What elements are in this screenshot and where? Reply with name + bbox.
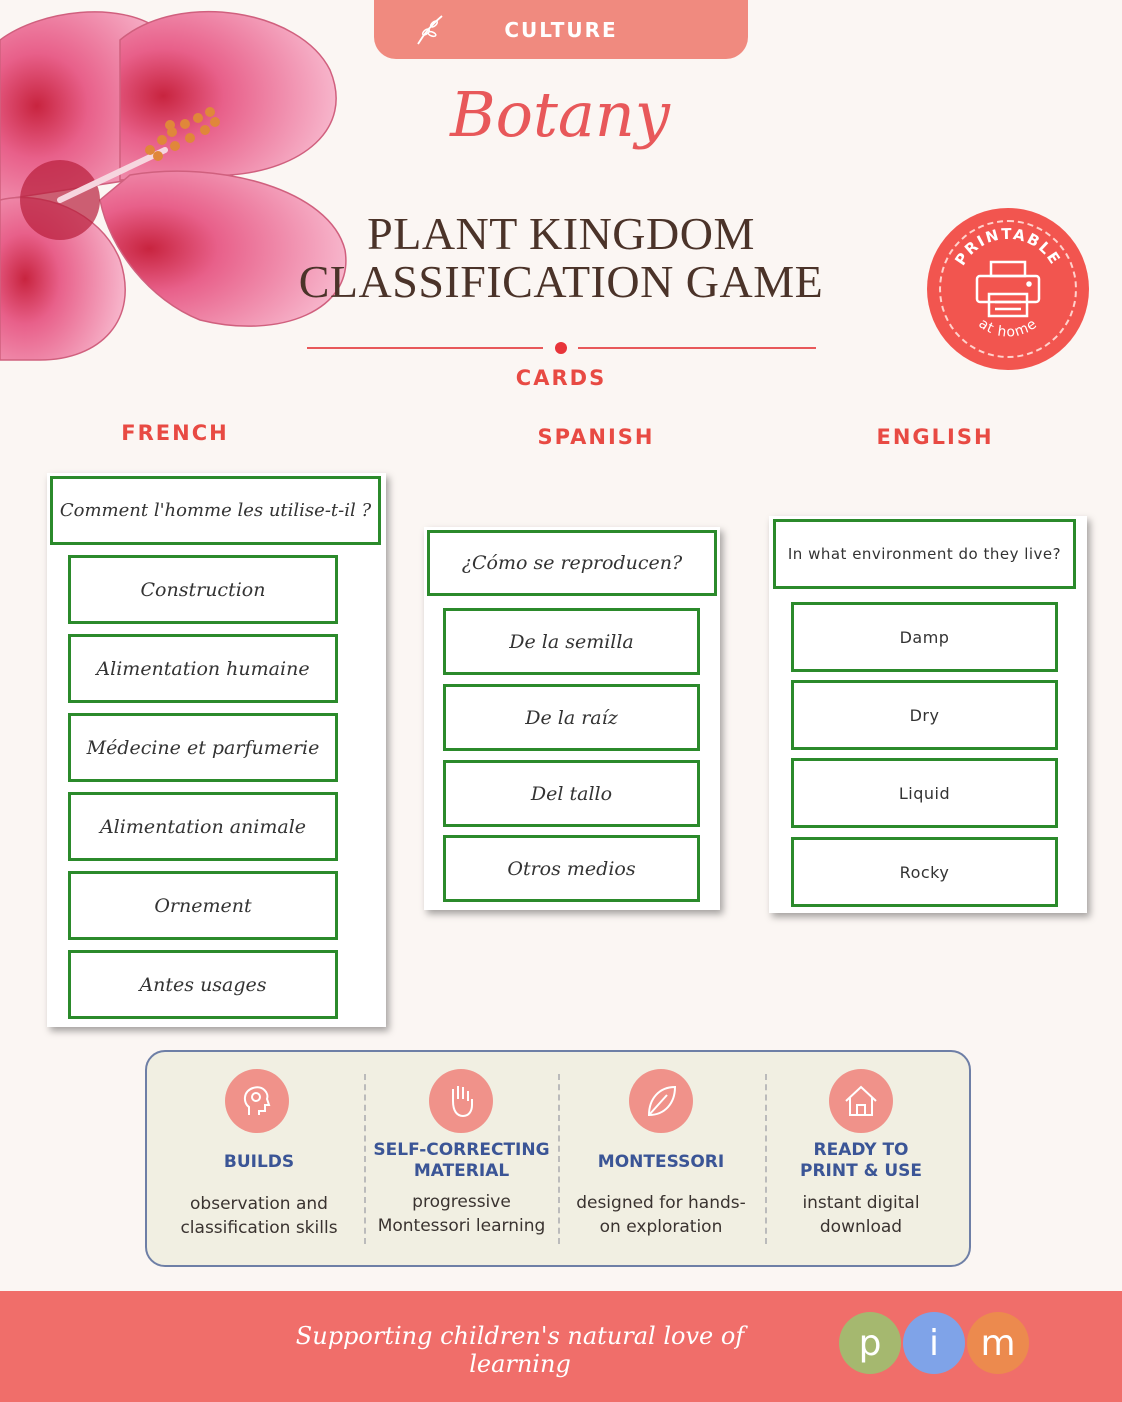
feature-builds: BUILDS observation and classification sk… xyxy=(159,1052,359,1265)
french-question-card: Comment l'homme les utilise-t-il ? xyxy=(50,476,381,545)
hand-icon xyxy=(429,1069,493,1133)
feature-desc-line: observation and xyxy=(190,1194,328,1214)
category-tab: CULTURE xyxy=(374,0,748,59)
feature-title: SELF-CORRECTING MATERIAL xyxy=(369,1140,554,1182)
script-title: Botany xyxy=(450,78,670,151)
french-answer-card: Construction xyxy=(68,555,338,624)
svg-text:at home: at home xyxy=(976,316,1041,341)
feature-desc-line: download xyxy=(819,1217,903,1237)
english-answer-card: Dry xyxy=(791,680,1058,750)
feature-desc-line: designed for hands- xyxy=(576,1193,746,1213)
badge-ring xyxy=(939,220,1077,358)
feature-title-line: READY TO xyxy=(813,1140,909,1160)
feature-ready-to-print: READY TO PRINT & USE instant digital dow… xyxy=(769,1052,953,1265)
english-answer-card: Rocky xyxy=(791,837,1058,907)
feature-montessori: MONTESSORI designed for hands- on explor… xyxy=(563,1052,759,1265)
feature-self-correcting: SELF-CORRECTING MATERIAL progressive Mon… xyxy=(369,1052,554,1265)
feature-title: BUILDS xyxy=(223,1152,295,1172)
feature-title: MONTESSORI xyxy=(597,1152,725,1172)
feature-separator xyxy=(558,1074,560,1244)
spanish-answer-card: De la raíz xyxy=(443,684,700,751)
feature-desc: observation and classification skills xyxy=(159,1192,359,1240)
badge-text: PRINTABLE at home xyxy=(951,225,1062,341)
title-line-2: CLASSIFICATION GAME xyxy=(298,256,824,307)
sprig-icon xyxy=(417,15,443,45)
divider-line xyxy=(307,347,543,349)
divider-dot xyxy=(555,342,567,354)
category-label: CULTURE xyxy=(504,17,618,42)
french-answer-card: Médecine et parfumerie xyxy=(68,713,338,782)
feature-title: READY TO PRINT & USE xyxy=(769,1140,953,1182)
feature-desc-line: on exploration xyxy=(599,1217,723,1237)
french-answer-card: Alimentation humaine xyxy=(68,634,338,703)
subtitle: CARDS xyxy=(515,366,607,390)
house-icon xyxy=(829,1069,893,1133)
head-gear-icon xyxy=(225,1069,289,1133)
feature-desc: designed for hands- on exploration xyxy=(563,1191,759,1239)
feature-desc-line: progressive xyxy=(412,1192,511,1212)
divider-line xyxy=(578,347,816,349)
feature-title-line: SELF-CORRECTING xyxy=(373,1140,550,1160)
feature-separator xyxy=(765,1074,767,1244)
english-answer-card: Damp xyxy=(791,602,1058,672)
logo-letter-i: i xyxy=(903,1312,965,1374)
feature-desc: instant digital download xyxy=(769,1191,953,1239)
french-answer-card: Antes usages xyxy=(68,950,338,1019)
language-label-english: ENGLISH xyxy=(876,425,994,449)
feature-desc-line: Montessori learning xyxy=(377,1216,546,1236)
spanish-answer-card: De la semilla xyxy=(443,608,700,675)
page-title: PLANT KINGDOM CLASSIFICATION GAME xyxy=(270,210,852,306)
spanish-answer-card: Del tallo xyxy=(443,760,700,827)
feature-desc: progressive Montessori learning xyxy=(369,1190,554,1238)
english-question-card: In what environment do they live? xyxy=(773,519,1076,589)
badge-bottom-text: at home xyxy=(976,316,1040,341)
feature-desc-line: classification skills xyxy=(180,1218,338,1238)
feature-title-line: MATERIAL xyxy=(413,1161,510,1181)
language-label-spanish: SPANISH xyxy=(537,425,655,449)
feature-separator xyxy=(364,1074,366,1244)
logo-letter-m: m xyxy=(967,1312,1029,1374)
footer-tagline: Supporting children's natural love of le… xyxy=(295,1322,745,1378)
spanish-question-card: ¿Cómo se reproducen? xyxy=(427,530,717,596)
feature-desc-line: instant digital xyxy=(802,1193,920,1213)
printer-icon xyxy=(975,260,1041,318)
title-line-1: PLANT KINGDOM xyxy=(367,208,755,259)
english-answer-card: Liquid xyxy=(791,758,1058,828)
hibiscus-flower-illustration xyxy=(0,10,347,361)
language-label-french: FRENCH xyxy=(121,421,229,445)
features-box: BUILDS observation and classification sk… xyxy=(145,1050,971,1267)
leaf-icon xyxy=(629,1069,693,1133)
french-answer-card: Ornement xyxy=(68,871,338,940)
french-answer-card: Alimentation animale xyxy=(68,792,338,861)
spanish-answer-card: Otros medios xyxy=(443,835,700,902)
feature-title-line: PRINT & USE xyxy=(799,1161,923,1181)
logo-letter-p: p xyxy=(839,1312,901,1374)
